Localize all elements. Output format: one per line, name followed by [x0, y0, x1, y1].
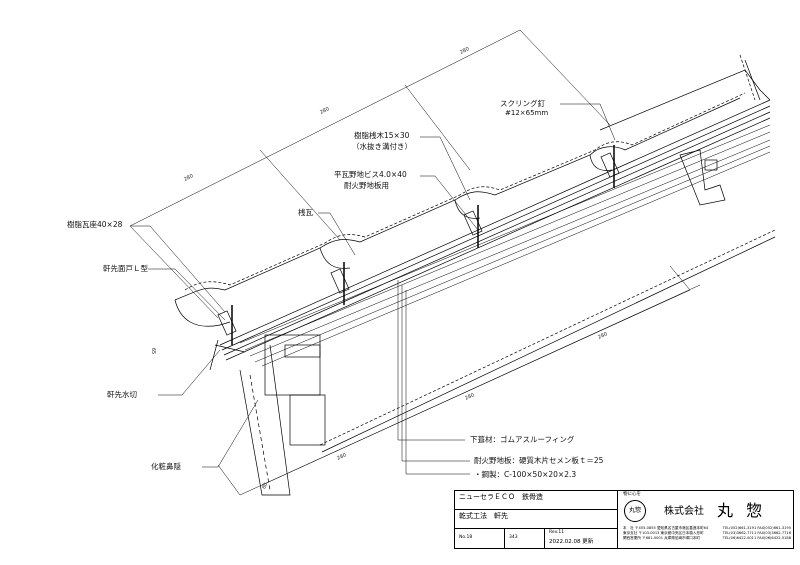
label-flat-tile-screw: 平瓦野地ビス4.0×40: [334, 170, 407, 179]
title-slogan: 物に心を: [623, 492, 641, 497]
label-underlay: 下葺材：ゴムアスルーフィング: [470, 435, 575, 444]
label-eaves-drip: 軒先水切: [107, 390, 137, 399]
upper-dimension-line: [129, 29, 521, 227]
title-no: No.18: [455, 529, 505, 549]
label-steel-purlin: ・鋼製：C-100×50×20×2.3: [474, 470, 577, 479]
label-fireproof-board: 耐火野地板：硬質木片セメン板ｔ＝25: [474, 456, 604, 465]
label-screw-nail: スクリング釘: [500, 99, 545, 108]
roof-deck-top-line: [219, 99, 771, 346]
dimension-text: 65: [150, 347, 157, 355]
company-name: 丸 惣: [717, 501, 767, 520]
label-fascia: 化粧鼻隠: [151, 462, 181, 471]
title-product: ニューセラＥＣＯ 鉄骨造: [455, 491, 618, 510]
title-code: 343: [505, 529, 545, 549]
title-rev: Rev.11: [545, 529, 618, 539]
company-seal: 丸惣: [624, 500, 646, 522]
label-ridge-tile: 桟瓦: [298, 208, 313, 217]
company-prefix: 株式会社: [664, 506, 704, 517]
label-resin-batten: 樹脂桟木15×30: [354, 131, 410, 140]
label-resin-batten-note: （水抜き溝付き）: [352, 142, 412, 151]
label-eaves-face-l: 軒先面戸Ｌ型: [103, 264, 148, 273]
title-method: 乾式工法 軒先: [455, 510, 618, 529]
label-resin-tile-seat: 樹脂瓦座40×28: [67, 220, 123, 229]
title-date: 2022.02.08 更新: [545, 538, 618, 549]
eave-steel-bracket: [264, 334, 321, 396]
label-screw-nail-spec: #12×65mm: [505, 109, 549, 117]
label-flat-tile-screw-note: 耐火野地板用: [344, 181, 389, 190]
title-block: ニューセラＥＣＯ 鉄骨造 乾式工法 軒先 No.18 343 Rev.11 20…: [454, 490, 794, 549]
